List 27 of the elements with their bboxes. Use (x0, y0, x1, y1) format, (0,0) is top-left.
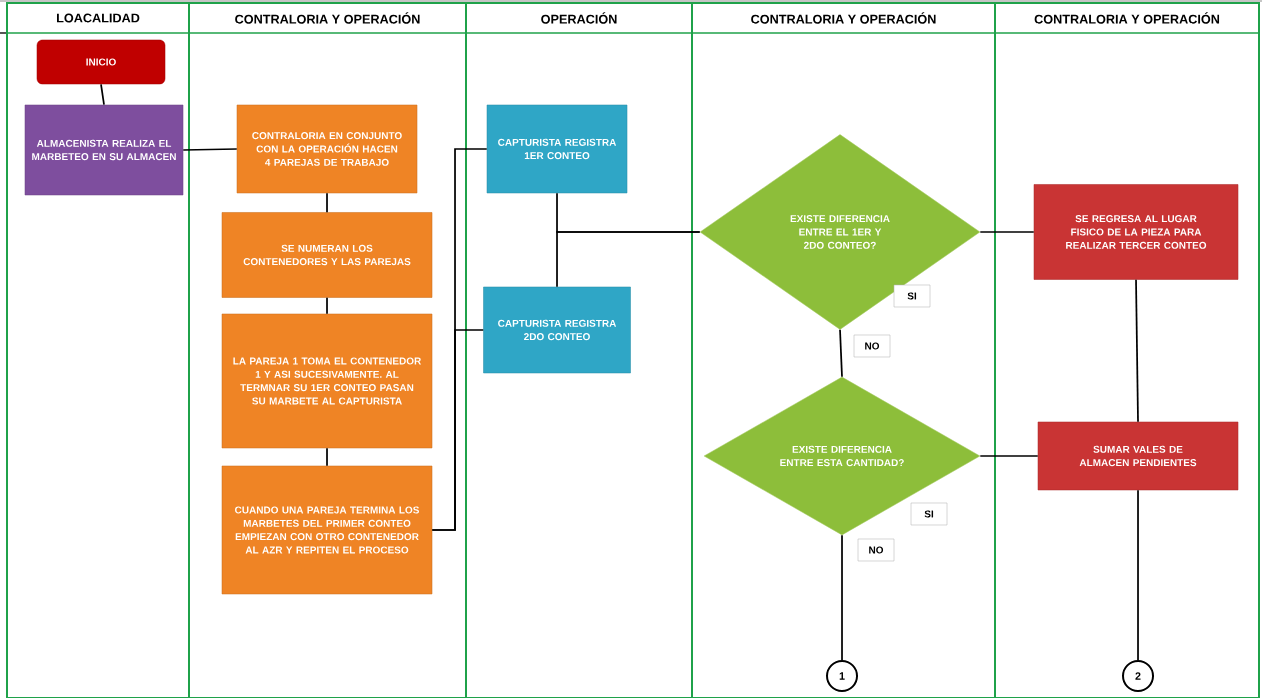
process-box: SE NUMERAN LOS CONTENEDORES Y LAS PAREJAS (221, 212, 433, 298)
process-box: CONTRALORIA EN CONJUNTO CON LA OPERACIÓN HACEN 4 PAREJAS DE TRABAJO (236, 104, 418, 194)
connector-line (841, 534, 843, 661)
process-box: ALMACENISTA REALIZA EL MARBETEO EN SU ALMACEN (24, 104, 184, 196)
connector-line (431, 329, 485, 531)
connector-line (979, 455, 1039, 457)
connector-line (100, 83, 105, 106)
connector-line (556, 231, 701, 288)
connector-line (326, 447, 328, 467)
answer-tag: NO (853, 334, 891, 358)
start-box: INICIO (36, 39, 166, 85)
process-box: SE REGRESA AL LUGAR FISICO DE LA PIEZA PARA REALIZAR TERCER CONTEO (1033, 184, 1239, 280)
answer-tag: NO (857, 538, 895, 562)
process-box: LA PAREJA 1 TOMA EL CONTENEDOR 1 Y ASI SUCESIVAMENTE. AL TERMNAR SU 1ER CONTEO PASAN SU MARBETE AL CAPTURISTA (221, 313, 433, 449)
process-box: CAPTURISTA REGISTRA 2DO CONTEO (483, 286, 631, 374)
connector-line (326, 192, 328, 214)
connector-line (839, 328, 843, 378)
process-box: SUMAR VALES DE ALMACEN PENDIENTES (1037, 421, 1239, 491)
connector-line (979, 231, 1035, 233)
connector-line (1135, 278, 1139, 423)
connector-line (1137, 489, 1139, 661)
process-box: CUANDO UNA PAREJA TERMINA LOS MARBETES DEL PRIMER CONTEO EMPIEZAN CON OTRO CONTENEDOR AL AZR Y REPITEN EL PROCESO (221, 465, 433, 595)
process-box: CAPTURISTA REGISTRA 1ER CONTEO (486, 104, 628, 194)
answer-tag: SI (910, 502, 948, 526)
connector-line (182, 148, 238, 151)
connector-line (326, 296, 328, 315)
answer-tag: SI (893, 284, 931, 308)
